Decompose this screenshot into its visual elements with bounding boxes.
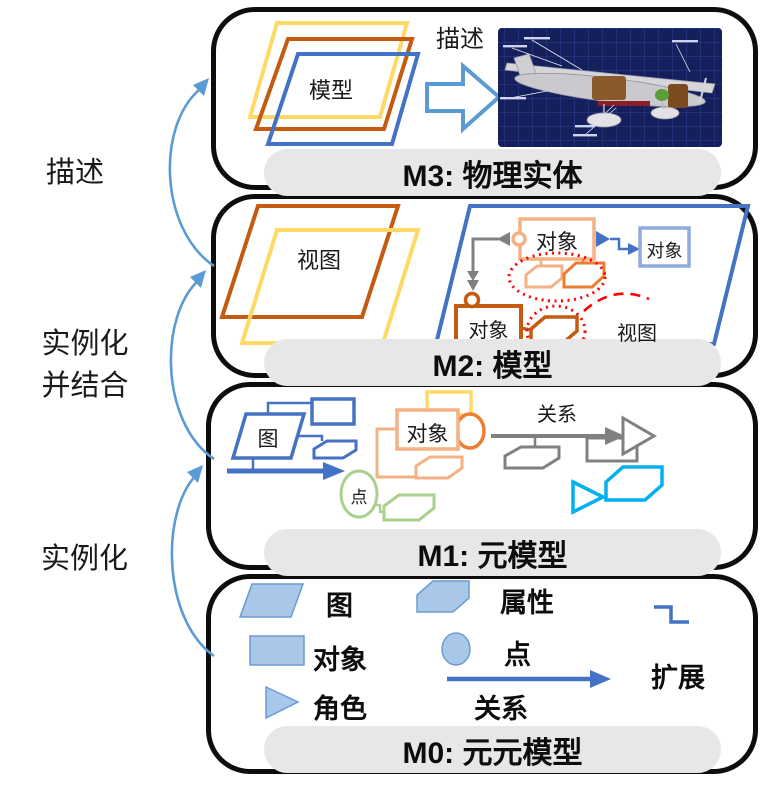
m2-view-right-label: 视图 xyxy=(617,323,657,345)
m1-point-label: 点 xyxy=(350,488,368,507)
m3-title: M3: 物理实体 xyxy=(402,159,583,193)
m1-object-label: 对象 xyxy=(406,423,449,446)
m0-title-pill: M0: 元元模型 xyxy=(264,726,721,773)
m1-diagram-label: 图 xyxy=(257,428,279,451)
m0-diagram-label: 图 xyxy=(326,591,353,621)
m0-extension-label: 扩展 xyxy=(651,663,705,693)
m3-model-label: 模型 xyxy=(308,78,353,103)
m0-point-label: 点 xyxy=(504,640,531,670)
curved-arrow-describe xyxy=(168,78,215,268)
m3-describe-label: 描述 xyxy=(436,26,484,53)
m1-relation-label: 关系 xyxy=(537,404,577,426)
rail-describe-label: 描述 xyxy=(46,157,105,189)
rail-instantiate-combine-line1: 实例化 xyxy=(41,328,129,360)
m2-object-right-label: 对象 xyxy=(646,241,683,261)
m0-attribute-label: 属性 xyxy=(500,588,554,618)
m0-object-label: 对象 xyxy=(313,645,367,675)
rail-instantiate-label: 实例化 xyxy=(41,543,129,575)
m0-relation-label: 关系 xyxy=(474,694,528,724)
m1-title: M1: 元模型 xyxy=(417,539,568,573)
rail-instantiate-combine-label: 实例化 并结合 xyxy=(20,320,150,404)
m0-role-label: 角色 xyxy=(313,694,367,724)
m2-title-pill: M2: 模型 xyxy=(264,339,721,386)
m2-title: M2: 模型 xyxy=(432,349,553,383)
m1-title-pill: M1: 元模型 xyxy=(264,529,721,576)
m2-object-left-label: 对象 xyxy=(468,320,509,342)
m0-title: M0: 元元模型 xyxy=(402,736,583,770)
m3-title-pill: M3: 物理实体 xyxy=(264,149,721,196)
rail-instantiate-combine-line2: 并结合 xyxy=(41,370,129,402)
m2-view-left-label: 视图 xyxy=(296,248,341,273)
m2-object-top-label: 对象 xyxy=(536,231,578,254)
